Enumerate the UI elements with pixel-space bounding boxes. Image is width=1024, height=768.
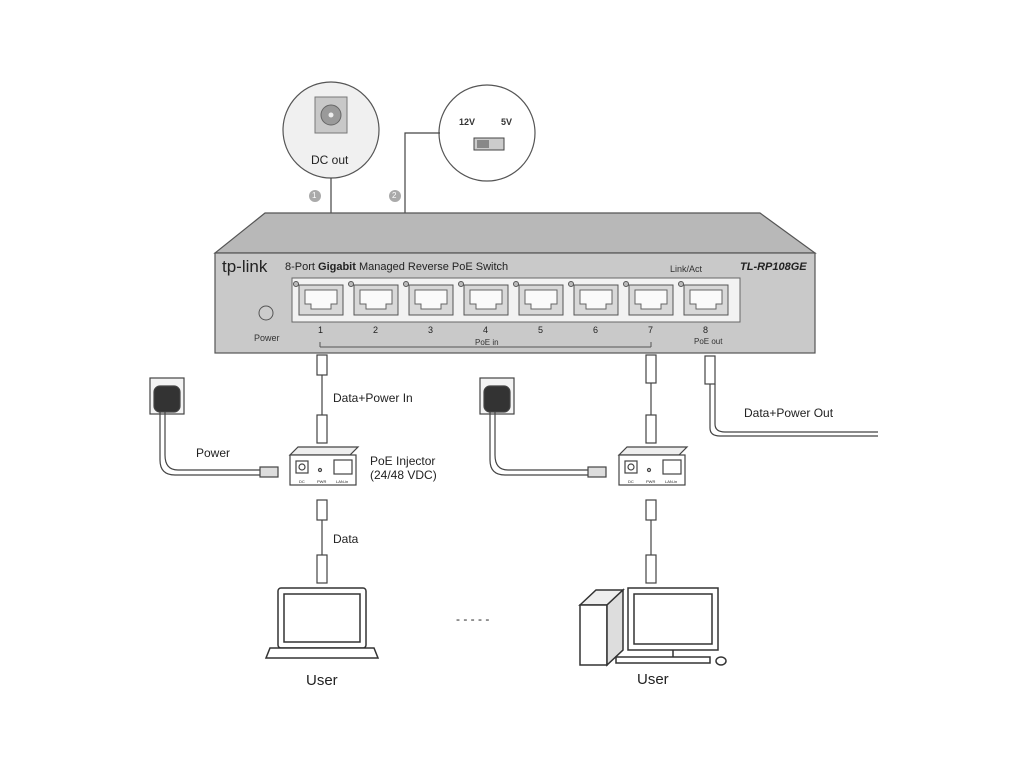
12v-label: 12V (459, 117, 476, 127)
port-led-icon (403, 281, 409, 287)
step-2-badge: 2 (392, 191, 397, 200)
link-act-label: Link/Act (670, 264, 703, 274)
port-led-icon (623, 281, 629, 287)
port-led-icon (513, 281, 519, 287)
port-row (293, 281, 729, 316)
desktop-computer-icon (578, 587, 727, 667)
right-link-cables (645, 354, 657, 584)
left-injector-dc: DC (299, 479, 305, 484)
right-injector-lan: LAN-in (665, 479, 678, 484)
user-left-label: User (306, 672, 338, 689)
right-injector-pwr: PWR (646, 479, 656, 484)
model-label: TL-RP108GE (740, 261, 807, 273)
data-power-in-label: Data+Power In (333, 391, 413, 405)
ethernet-port-6 (568, 281, 619, 316)
dc-out-label: DC out (311, 153, 349, 167)
port-number-4: 4 (483, 325, 489, 335)
left-injector-lan: LAN-in (336, 479, 349, 484)
step-1-badge: 1 (312, 191, 317, 200)
port-led-icon (293, 281, 299, 287)
5v-label: 5V (501, 117, 513, 127)
left-link-cables (316, 354, 328, 584)
port-number-1: 1 (318, 325, 324, 335)
ethernet-port-7 (623, 281, 674, 316)
right-injector-dc: DC (628, 479, 634, 484)
data-power-out-label: Data+Power Out (744, 406, 834, 420)
ethernet-port-3 (403, 281, 454, 316)
power-led-icon (258, 305, 274, 321)
laptop-icon (264, 587, 380, 659)
power-cable-label: Power (196, 446, 231, 460)
poe-out-label: PoE out (694, 337, 723, 346)
poe-in-label: PoE in (475, 338, 499, 347)
poe-out-cable (704, 355, 878, 437)
port-led-icon (458, 281, 464, 287)
voltage-switch-callout (389, 84, 536, 214)
left-power-adapter-icon (149, 377, 279, 478)
ethernet-port-1 (293, 281, 344, 316)
port-number-6: 6 (593, 325, 599, 335)
data-cable-label: Data (333, 532, 359, 546)
ethernet-port-8 (678, 281, 729, 316)
ethernet-port-5 (513, 281, 564, 316)
left-injector-pwr: PWR (317, 479, 327, 484)
port-number-7: 7 (648, 325, 654, 335)
ellipsis-dots: - - - - - (456, 612, 490, 626)
poe-injector-voltage: (24/48 VDC) (370, 468, 437, 482)
port-number-5: 5 (538, 325, 544, 335)
ethernet-port-4 (458, 281, 509, 316)
right-poe-injector-icon (617, 446, 689, 486)
port-number-3: 3 (428, 325, 434, 335)
dc-out-callout (282, 81, 380, 214)
port-number-2: 2 (373, 325, 379, 335)
poe-injector-label: PoE Injector (370, 454, 436, 468)
power-led-label: Power (254, 333, 280, 343)
port-led-icon (568, 281, 574, 287)
port-number-8: 8 (703, 325, 709, 335)
right-power-adapter-icon (479, 377, 607, 478)
switch-title: 8-Port Gigabit Managed Reverse PoE Switc… (285, 261, 509, 273)
left-poe-injector-icon (288, 446, 360, 486)
ethernet-port-2 (348, 281, 399, 316)
brand-logo: tp-link (222, 257, 268, 276)
port-led-icon (348, 281, 354, 287)
user-right-label: User (637, 671, 669, 688)
port-led-icon (678, 281, 684, 287)
